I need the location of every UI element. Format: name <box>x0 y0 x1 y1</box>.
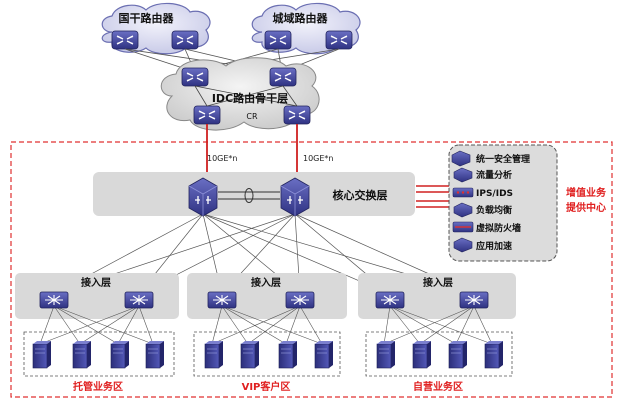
server-zone-box-3 <box>365 331 513 377</box>
core-switch-icon-1 <box>188 177 218 217</box>
service-center-line1: 增值业务 <box>566 186 607 199</box>
access-label-1: 接入层 <box>81 276 111 289</box>
service-label-2: 流量分析 <box>476 169 512 181</box>
service-label-5: 虚拟防火墙 <box>476 222 521 234</box>
core-trunk-link <box>218 188 280 203</box>
access-label-3: 接入层 <box>423 276 453 289</box>
idc-router-icon-2 <box>269 67 297 87</box>
service-item-6: 应用加速 <box>453 237 512 253</box>
service-item-4: 负载均衡 <box>453 202 512 218</box>
server-icon <box>278 340 298 369</box>
idc-router-icon-4 <box>283 105 311 125</box>
service-label-3: IPS/IDS <box>476 189 513 199</box>
uplink-right-label: 10GE*n <box>303 154 334 163</box>
server-icon <box>110 340 130 369</box>
core-layer-label: 核心交换层 <box>333 188 388 202</box>
service-item-2: 流量分析 <box>453 167 512 183</box>
access-switch-icon-1 <box>39 291 69 309</box>
access-server-links <box>39 305 493 345</box>
server-zone-box-1 <box>23 331 175 377</box>
core-layer-band <box>93 172 415 216</box>
server-icon <box>32 340 52 369</box>
zone-label-vip: VIP客户区 <box>242 380 291 393</box>
service-item-5: 虚拟防火墙 <box>452 221 521 234</box>
idc-title: IDC路由骨干层 <box>212 91 288 105</box>
value-added-service-panel <box>448 144 558 262</box>
metro-router-icon-1 <box>264 30 292 50</box>
service-label-1: 统一安全管理 <box>476 153 530 165</box>
server-icon <box>376 340 396 369</box>
zone-label-self-operated: 自营业务区 <box>413 380 463 393</box>
service-label-4: 负载均衡 <box>476 204 512 216</box>
server-icon <box>145 340 165 369</box>
data-center-boundary <box>10 141 613 398</box>
service-item-1: 统一安全管理 <box>451 150 530 167</box>
server-icon <box>72 340 92 369</box>
server-icon <box>314 340 334 369</box>
uplink-left-label: 10GE*n <box>207 154 238 163</box>
idc-router-icon-3 <box>193 105 221 125</box>
backbone-left-label: 国干路由器 <box>119 11 175 25</box>
idc-router-icon-1 <box>181 67 209 87</box>
national-router-icon-2 <box>171 30 199 50</box>
access-switch-icon-2 <box>124 291 154 309</box>
service-label-6: 应用加速 <box>476 240 512 252</box>
access-switch-icon-4 <box>285 291 315 309</box>
backbone-right-label: 城域路由器 <box>273 11 329 25</box>
metro-router-icon-2 <box>325 30 353 50</box>
idc-cr-label: CR <box>246 112 258 121</box>
service-item-3: IPS/IDS <box>452 187 513 199</box>
national-router-icon-1 <box>111 30 139 50</box>
idc-internal-links <box>194 85 298 107</box>
service-links <box>416 185 449 208</box>
server-icon <box>240 340 260 369</box>
server-icon <box>204 340 224 369</box>
server-icon <box>484 340 504 369</box>
access-switch-icon-3 <box>207 291 237 309</box>
access-label-2: 接入层 <box>251 276 281 289</box>
server-icon <box>412 340 432 369</box>
server-icon <box>448 340 468 369</box>
core-switch-icon-2 <box>280 177 310 217</box>
access-switch-icon-6 <box>459 291 489 309</box>
zone-label-hosting: 托管业务区 <box>73 380 123 393</box>
server-zone-box-2 <box>193 331 341 377</box>
service-center-line2: 提供中心 <box>566 201 606 214</box>
access-switch-icon-5 <box>375 291 405 309</box>
